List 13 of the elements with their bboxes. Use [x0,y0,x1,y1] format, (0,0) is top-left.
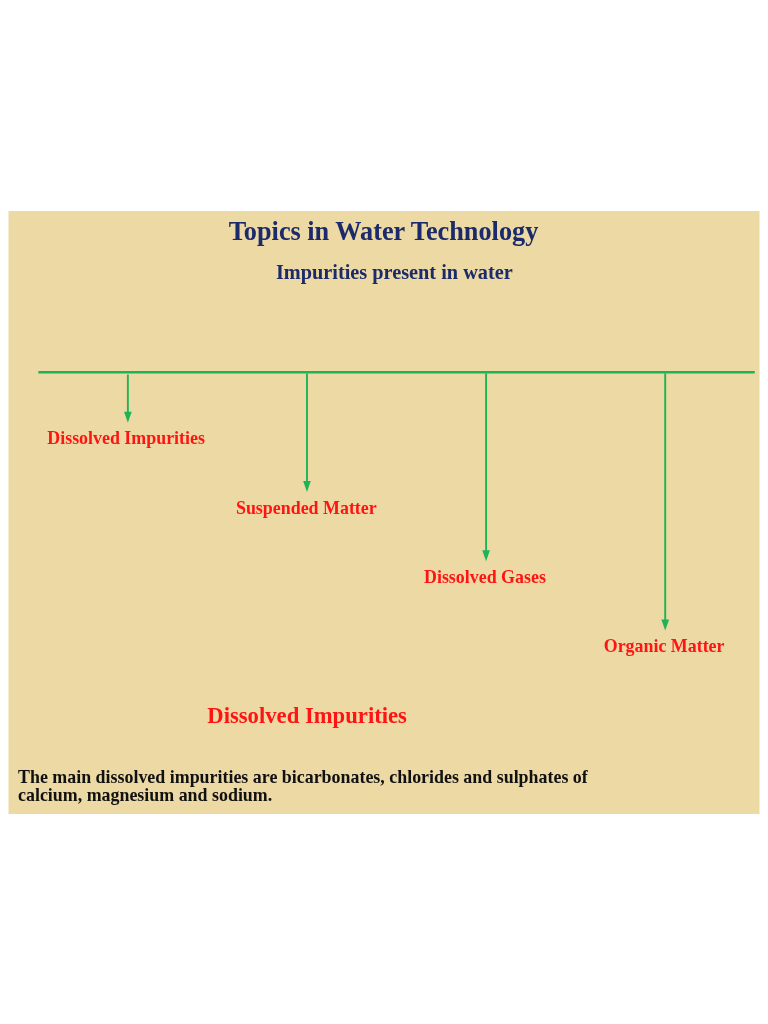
label: The main dissolved impurities are bicarbonates, chlorides and sulphates of calcium, magnesium and sodium. [18,766,588,805]
node-text: Organic Matter [603,635,725,656]
arrow [661,371,670,631]
label: Dissolved Impurities [207,702,407,728]
diagram-title: Topics in Water Technology [228,216,539,246]
arrow [124,373,132,423]
node-text: Suspended Matter [235,497,377,518]
label: Impurities present in water [275,260,513,283]
node-text: Dissolved Impurities [47,427,205,448]
node-bar [38,370,755,373]
arrow [303,371,311,492]
arrow [482,371,490,561]
node-text: Dissolved Gases [424,566,546,587]
